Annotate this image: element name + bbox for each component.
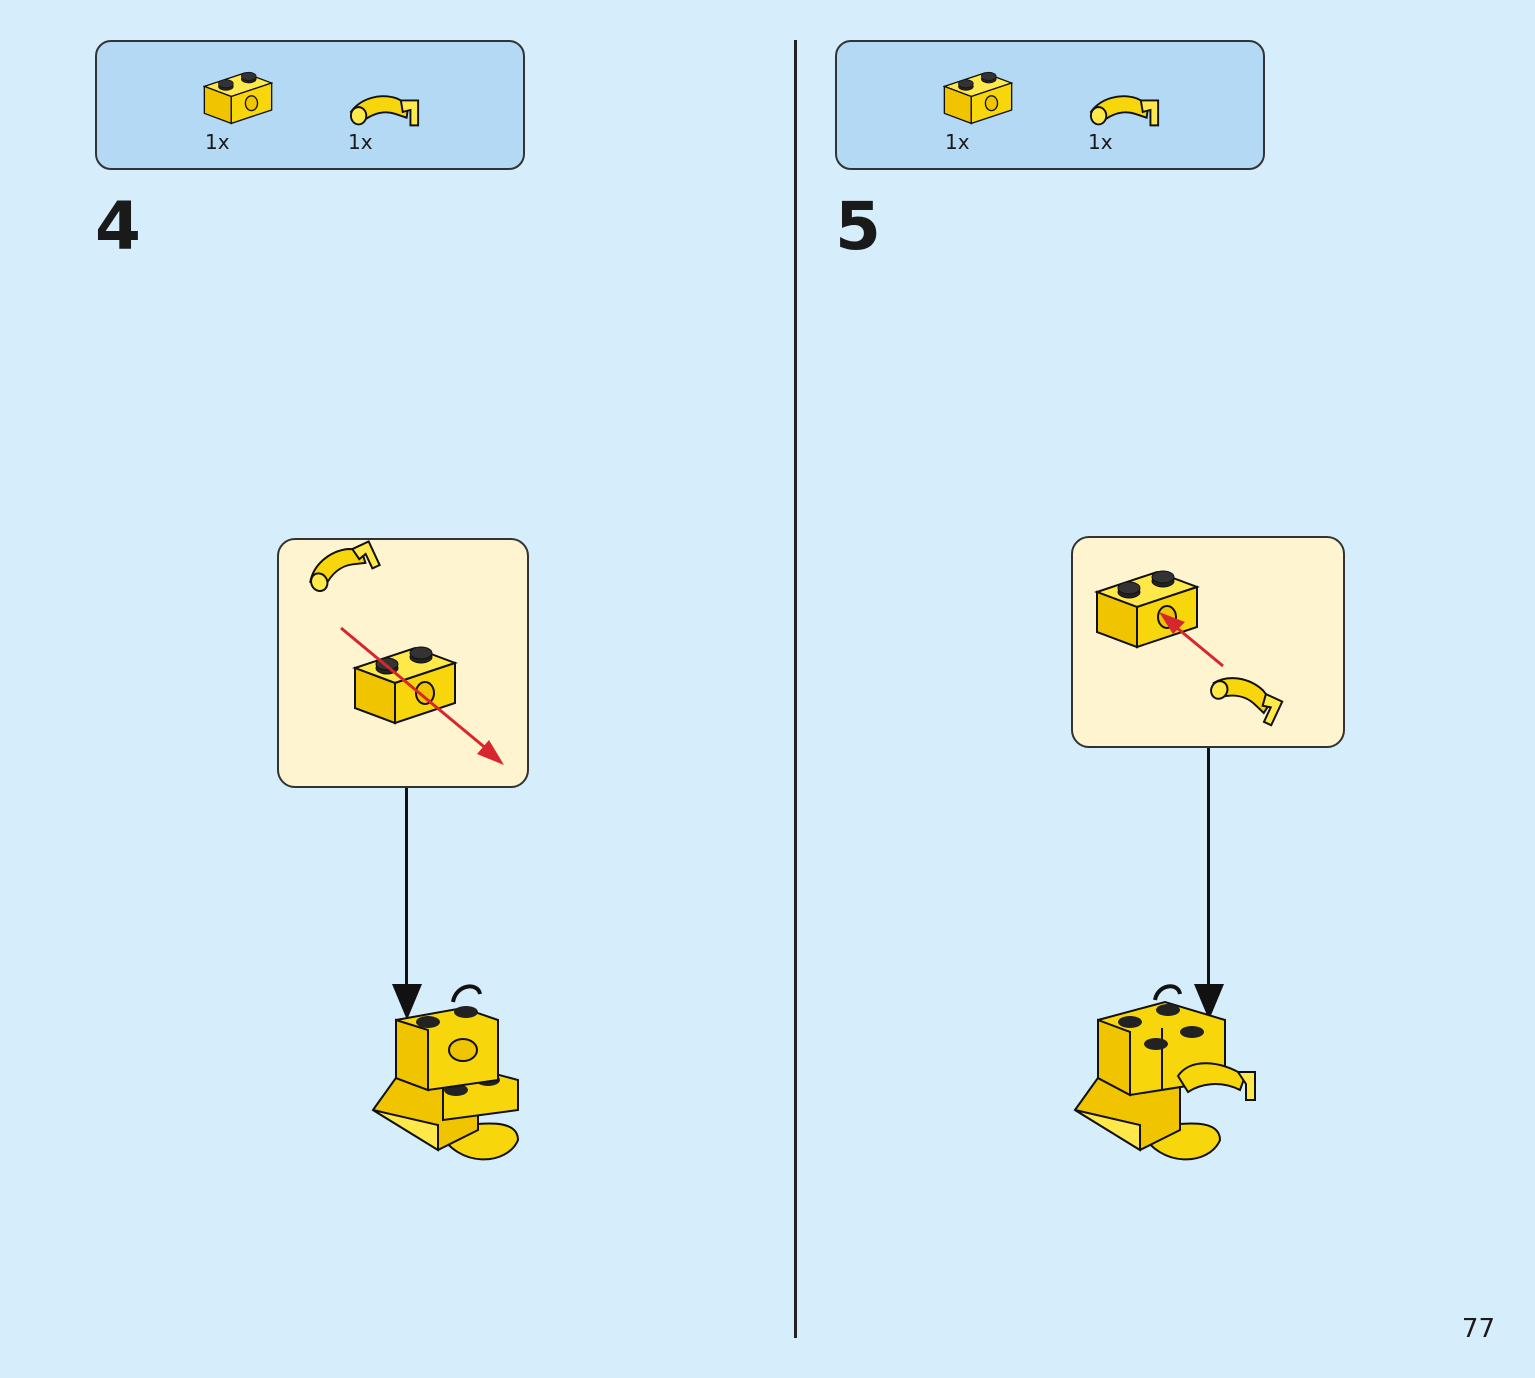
arrow-head [1159, 612, 1185, 634]
parts-list-step-5: 1x 1x [835, 40, 1265, 170]
technic-brick-1x2-icon [1096, 570, 1198, 648]
callout-step-4 [277, 538, 529, 788]
callout-step-5 [1071, 536, 1345, 748]
step-number: 5 [835, 188, 881, 265]
arrow-down-icon [392, 984, 422, 1020]
bar-holder-clip-icon [1089, 95, 1160, 127]
connector-line [405, 788, 408, 988]
step-number: 4 [95, 188, 141, 265]
assembled-model-step-4 [371, 984, 520, 1161]
arrow-head [477, 740, 504, 765]
connector-line [1207, 748, 1210, 988]
callout-illustration [302, 540, 504, 765]
arrow-down-icon [1194, 984, 1224, 1020]
part-qty: 1x [1088, 130, 1113, 154]
bar-holder-clip-icon [302, 540, 381, 596]
bar-holder-clip-icon [1206, 667, 1286, 727]
part-qty: 1x [205, 130, 230, 154]
parts-list-step-4: 1x 1x [95, 40, 525, 170]
bar-holder-clip-icon [349, 95, 420, 127]
insertion-arrow [340, 626, 495, 757]
part-qty: 1x [945, 130, 970, 154]
part-qty: 1x [348, 130, 373, 154]
assembled-model-step-5 [1073, 984, 1256, 1161]
callout-illustration [1096, 570, 1286, 727]
page-divider [794, 40, 797, 1338]
technic-brick-1x2-icon [203, 71, 273, 125]
page-number: 77 [1461, 1314, 1495, 1344]
technic-brick-1x2-icon [943, 71, 1013, 125]
